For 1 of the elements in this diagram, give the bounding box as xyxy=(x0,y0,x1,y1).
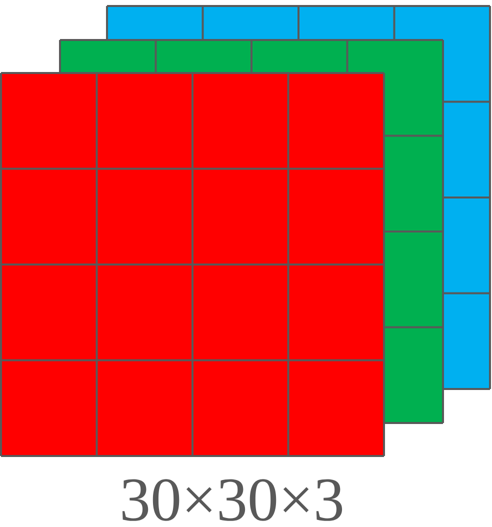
dimension-label: 30×30×3 xyxy=(122,479,342,521)
